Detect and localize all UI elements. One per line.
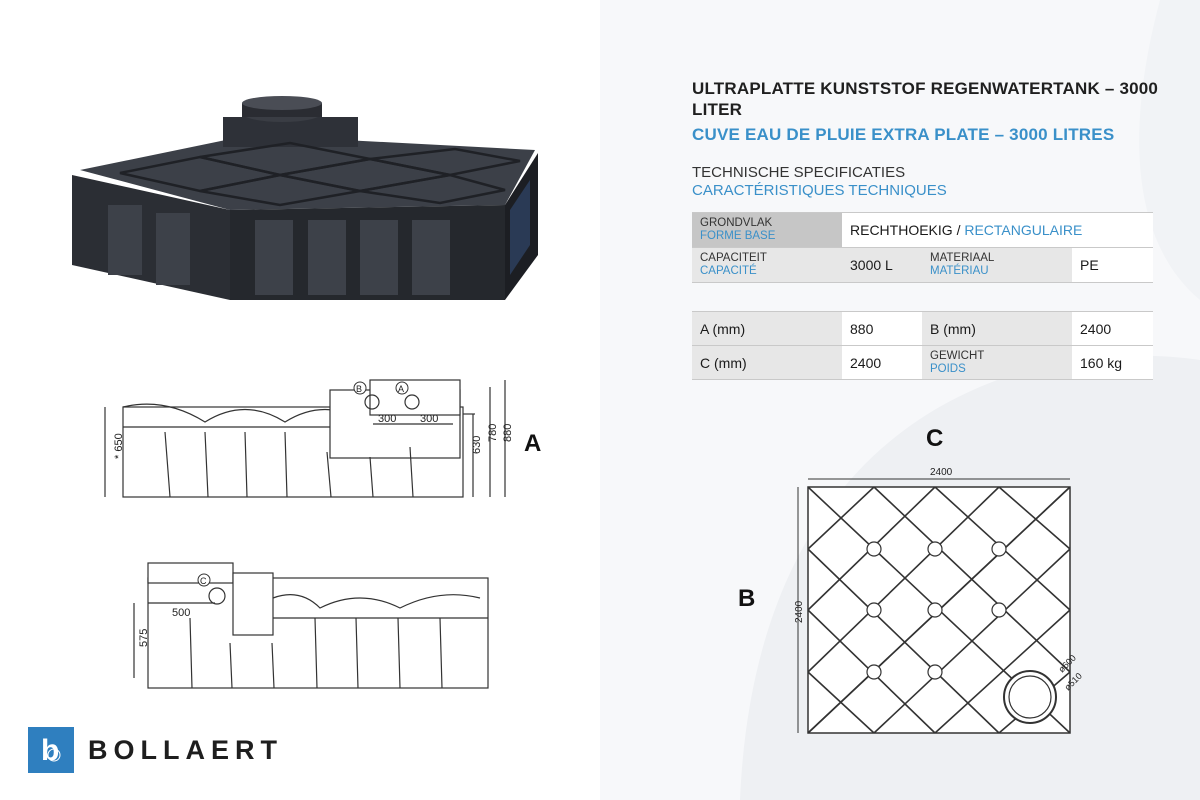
dim-500-text: 500 (172, 607, 190, 619)
marker-a-text: A (398, 384, 404, 394)
dim-575-text: 575 (138, 629, 150, 647)
capaciteit-label: CAPACITEIT CAPACITÉ (692, 247, 842, 283)
dim-650-text: * 650 (113, 433, 125, 459)
table-row: CAPACITEIT CAPACITÉ 3000 L MATERIAAL MAT… (692, 247, 1153, 283)
dim-300a-text: 300 (378, 413, 396, 425)
spec-table: GRONDVLAK FORME BASE RECHTHOEKIG / RECTA… (692, 212, 1153, 283)
materiaal-value: PE (1072, 247, 1153, 283)
marker-b-text: B (356, 384, 362, 394)
c-value: 2400 (842, 345, 922, 380)
grondvlak-value: RECHTHOEKIG / RECTANGULAIRE (842, 212, 1153, 248)
table-row: C (mm) 2400 GEWICHT POIDS 160 kg (692, 345, 1153, 380)
gewicht-value: 160 kg (1072, 345, 1153, 380)
top-width-text: 2400 (930, 467, 953, 478)
side-view-b-drawing: C 500 575 (133, 562, 489, 689)
c-label: C (mm) (692, 345, 842, 380)
table-row: A (mm) 880 B (mm) 2400 (692, 311, 1153, 346)
brand-name: BOLLAERT (88, 735, 283, 765)
subtitle-french: CARACTÉRISTIQUES TECHNIQUES (692, 182, 947, 199)
a-value: 880 (842, 311, 922, 346)
materiaal-label: MATERIAAL MATÉRIAU (922, 247, 1072, 283)
marker-c-text: C (200, 576, 207, 586)
drawing-label-c: C (926, 425, 944, 452)
drawing-label-a: A (524, 430, 542, 457)
gewicht-label: GEWICHT POIDS (922, 345, 1072, 380)
a-label: A (mm) (692, 311, 842, 346)
side-view-a-drawing: * 650 300 300 630 780 880 B A (104, 379, 514, 498)
drawing-label-b: B (738, 585, 756, 612)
b-label: B (mm) (922, 311, 1072, 346)
top-view-drawing: 2400 2400 ø600 ø510 (794, 467, 1084, 734)
dim-880-text: 880 (502, 424, 514, 442)
top-height-text: 2400 (794, 600, 805, 623)
capaciteit-value: 3000 L (842, 247, 922, 283)
title-dutch: ULTRAPLATTE KUNSTSTOF REGENWATERTANK – 3… (692, 79, 1159, 119)
grondvlak-label: GRONDVLAK FORME BASE (692, 212, 842, 248)
bollaert-logo-icon: b (28, 727, 74, 773)
dim-630-text: 630 (471, 436, 483, 454)
dim-300b-text: 300 (420, 413, 438, 425)
table-row: GRONDVLAK FORME BASE RECHTHOEKIG / RECTA… (692, 212, 1153, 248)
subtitle-dutch: TECHNISCHE SPECIFICATIES (692, 164, 906, 181)
dimensions-table: A (mm) 880 B (mm) 2400 C (mm) 2400 GEWIC… (692, 311, 1153, 380)
tank-photo (72, 96, 538, 300)
dim-780-text: 780 (487, 424, 499, 442)
title-french: CUVE EAU DE PLUIE EXTRA PLATE – 3000 LIT… (692, 125, 1115, 144)
b-value: 2400 (1072, 311, 1153, 346)
